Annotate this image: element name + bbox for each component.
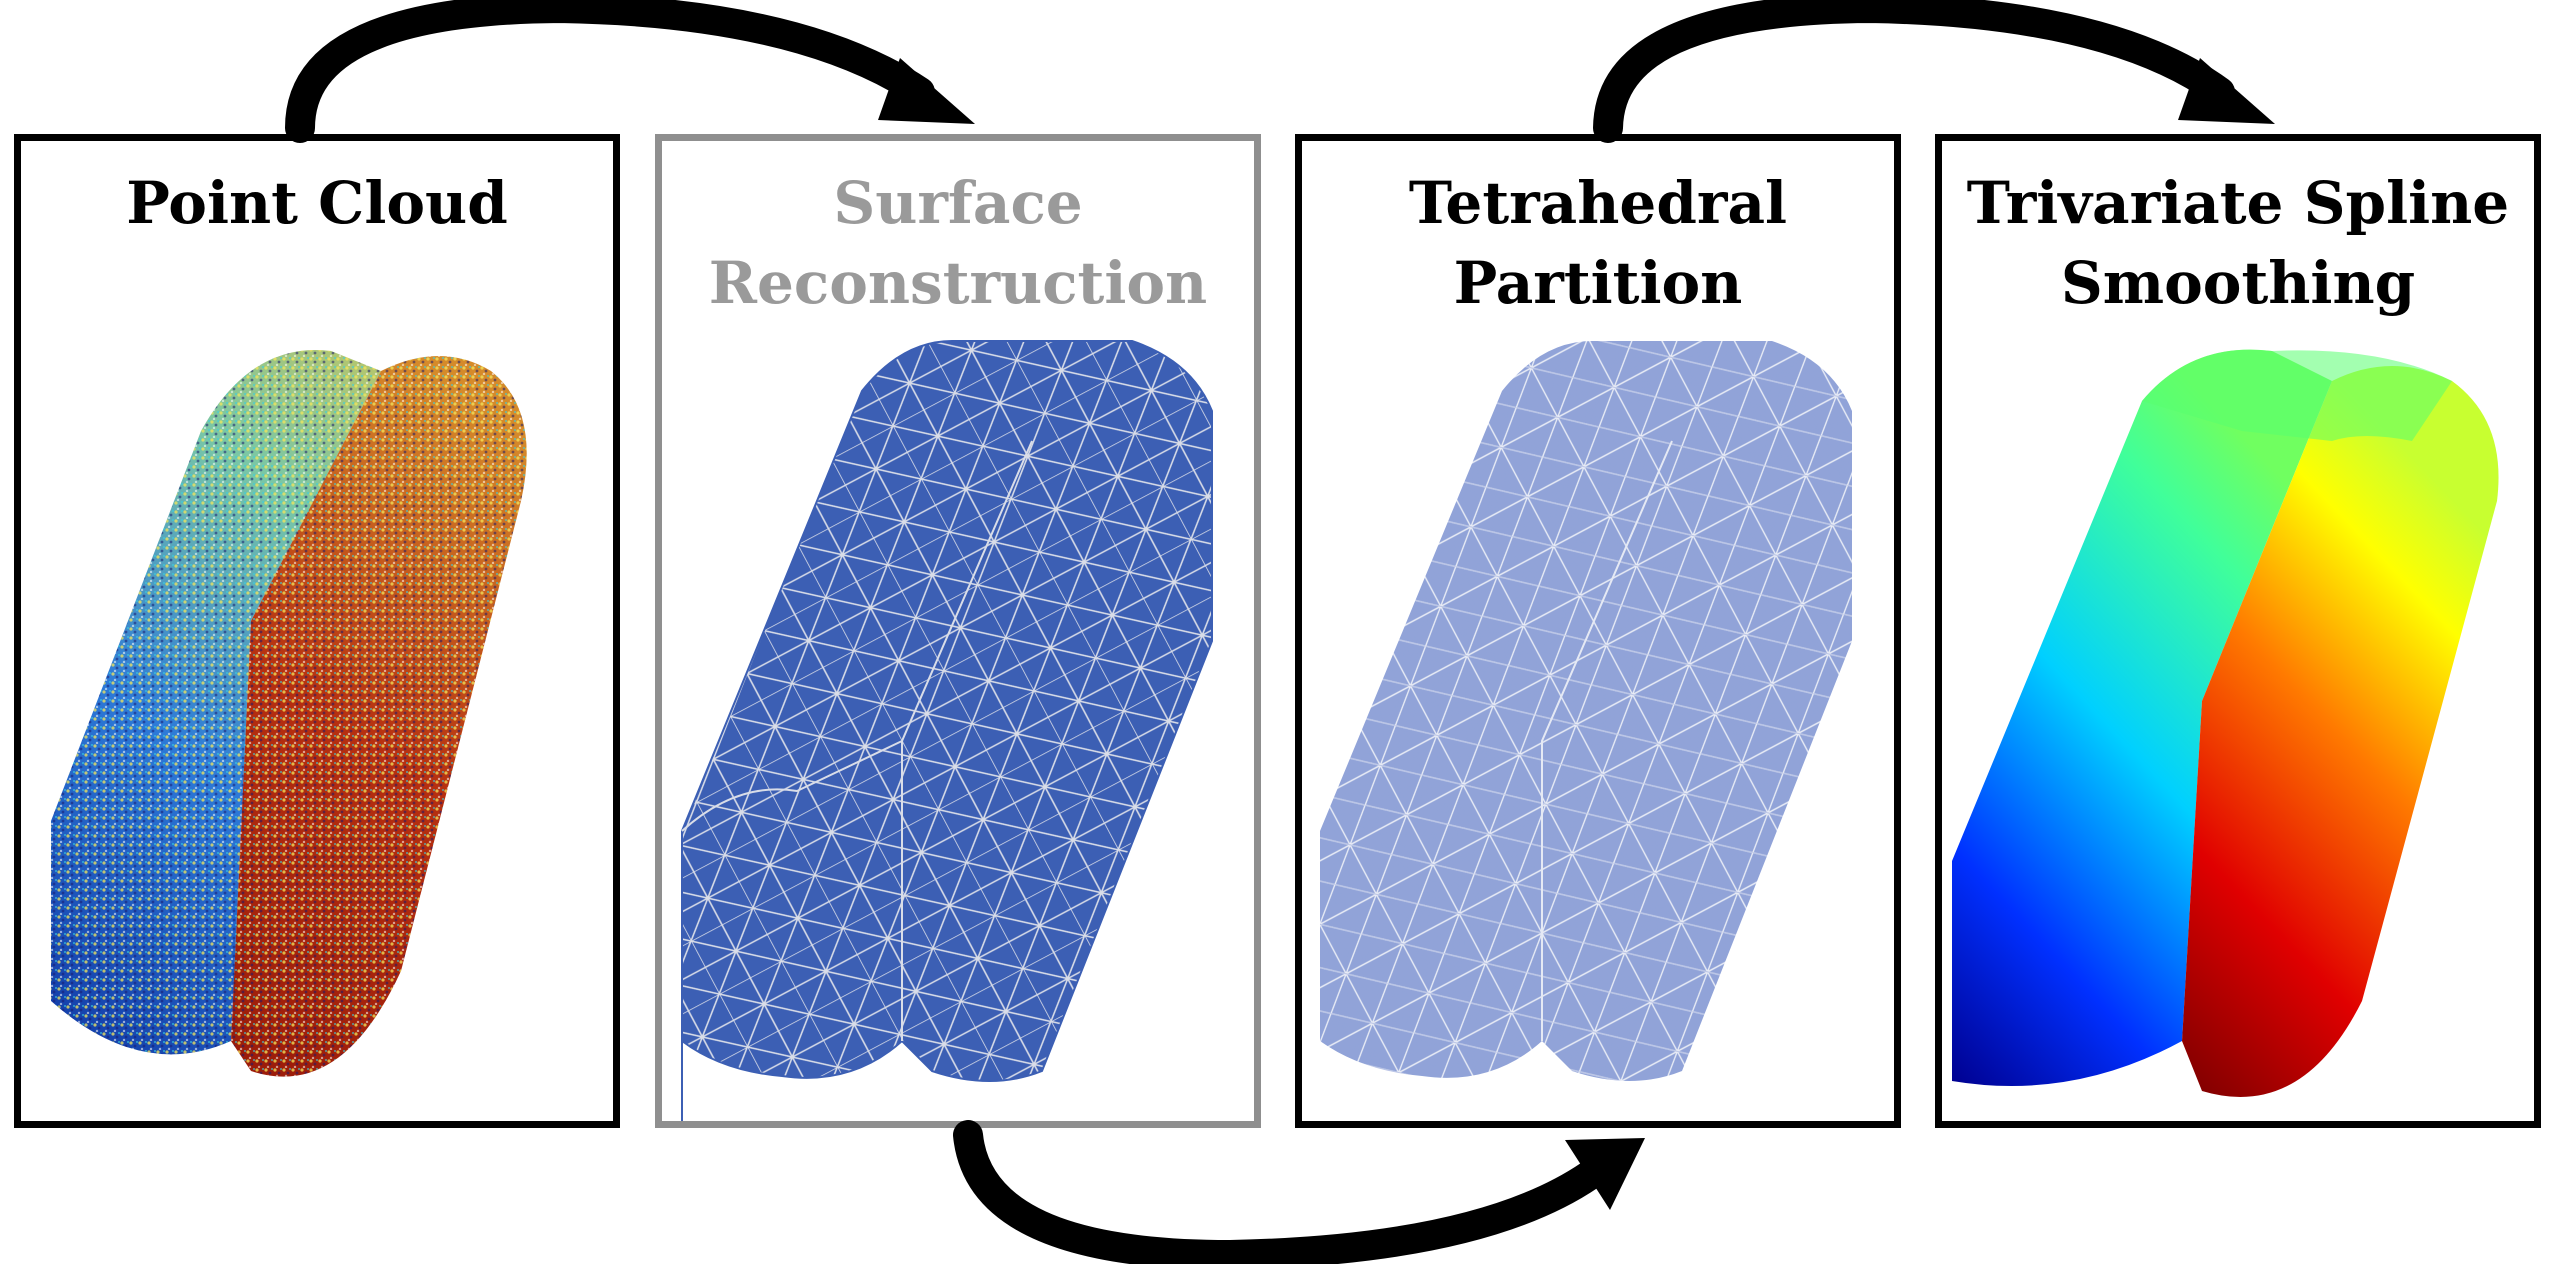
panel-surface-reconstruction: Surface Reconstruction xyxy=(655,134,1261,1128)
arrowhead-icon xyxy=(1565,1138,1645,1210)
title-line: Trivariate Spline xyxy=(1966,169,2510,237)
panel-title-surface-reconstruction: Surface Reconstruction xyxy=(662,163,1254,323)
panel-tetrahedral-partition: Tetrahedral Partition xyxy=(1295,134,1901,1128)
arrowhead-icon xyxy=(878,58,975,124)
title-line: Reconstruction xyxy=(708,249,1208,317)
arrow-tetrahedral-to-spline xyxy=(1593,0,2275,143)
arrow-surface-to-tetrahedral xyxy=(953,1120,1645,1264)
title-line: Tetrahedral xyxy=(1408,169,1788,237)
surface-mesh-image xyxy=(681,340,1213,1121)
spline-smoothing-image xyxy=(1952,349,2499,1097)
panel-trivariate-spline-smoothing: Trivariate Spline Smoothing xyxy=(1935,134,2541,1128)
panel-title-tetrahedral-partition: Tetrahedral Partition xyxy=(1302,163,1894,323)
title-line: Partition xyxy=(1453,249,1743,317)
title-line: Smoothing xyxy=(2060,249,2416,317)
title-line: Surface xyxy=(833,169,1083,237)
arrow-point-cloud-to-surface xyxy=(285,0,975,143)
arrowhead-icon xyxy=(2178,58,2275,124)
title-line: Point Cloud xyxy=(126,169,508,237)
panel-point-cloud: Point Cloud xyxy=(14,134,620,1128)
panel-title-trivariate-spline-smoothing: Trivariate Spline Smoothing xyxy=(1942,163,2534,323)
tetrahedral-mesh-image xyxy=(1320,341,1852,1121)
point-cloud-image xyxy=(51,350,527,1077)
panel-title-point-cloud: Point Cloud xyxy=(21,163,613,243)
